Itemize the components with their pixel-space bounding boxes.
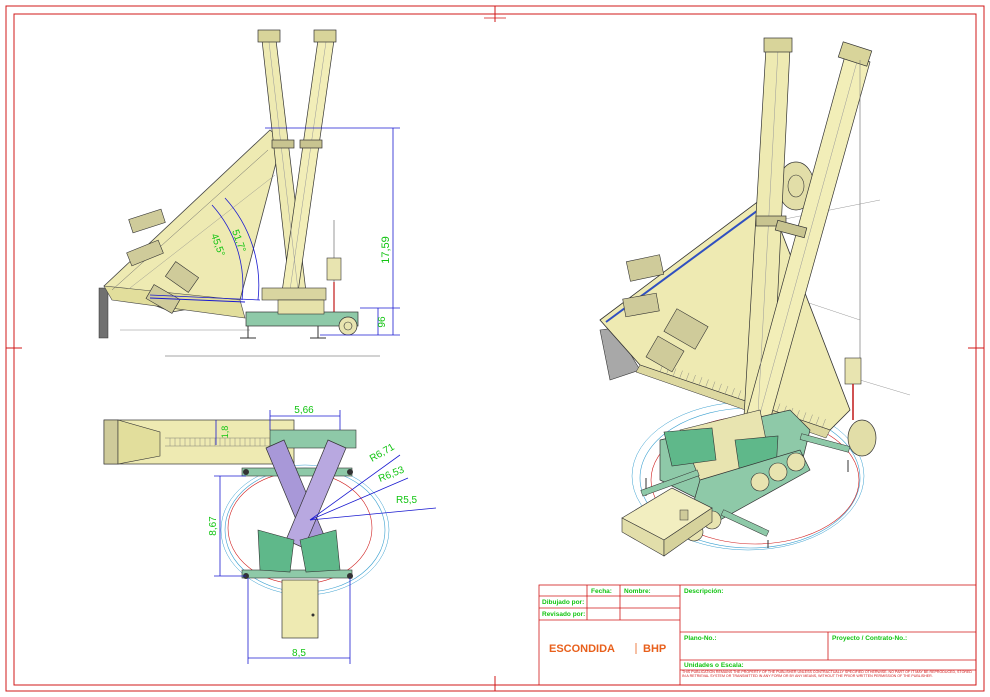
- tb-revisado-label: Revisado por:: [542, 611, 585, 618]
- tb-proyecto-label: Proyecto / Contrato-No.:: [832, 635, 907, 642]
- dim-radius-2: R6,53: [377, 464, 406, 484]
- brand-escondida: ESCONDIDA: [549, 643, 615, 655]
- tb-unidades-label: Unidades o Escala:: [684, 662, 744, 669]
- title-block: [538, 584, 977, 686]
- tb-descripcion-label: Descripción:: [684, 588, 723, 595]
- dim-height-total: 17,59: [380, 236, 392, 264]
- dim-offset-small: 1,8: [220, 426, 230, 439]
- tb-nombre-label: Nombre:: [624, 588, 651, 595]
- brand-bhp: BHP: [643, 643, 666, 655]
- isometric-view: [599, 37, 911, 557]
- plan-view: 5,66 1,8 R6,71 R6,53 R5,5 8,67 8,5: [103, 405, 437, 664]
- tb-fecha-label: Fecha:: [591, 588, 612, 595]
- tb-plano-label: Plano-No.:: [684, 635, 717, 642]
- brand-logo: ESCONDIDA BHP: [549, 643, 666, 655]
- dim-depth-side: 8,67: [208, 516, 219, 536]
- sheet-border: [5, 5, 985, 692]
- dim-radius-1: R6,71: [368, 442, 397, 465]
- tb-dibujado-label: Dibujado por:: [542, 599, 584, 606]
- dim-width-bottom: 8,5: [292, 648, 306, 659]
- tb-disclaimer: THIS PUBLICATION REMAINS THE PROPERTY OF…: [682, 670, 972, 679]
- dim-height-base: 96: [377, 316, 388, 328]
- side-elevation-view: 17,59 96 51,7° 45,5°: [98, 29, 400, 357]
- dim-width-top: 5,66: [294, 405, 314, 416]
- tb-disclaimer-wrap: THIS PUBLICATION REMAINS THE PROPERTY OF…: [682, 670, 972, 679]
- dim-radius-3: R5,5: [396, 495, 418, 506]
